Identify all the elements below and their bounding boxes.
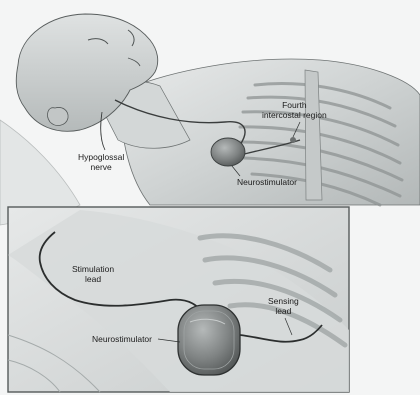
neurostimulator-device-inset xyxy=(178,305,240,375)
label-stimulation-lead: Stimulation lead xyxy=(72,264,114,284)
label-sensing-lead: Sensing lead xyxy=(268,296,299,316)
label-hypoglossal-nerve: Hypoglossal nerve xyxy=(78,152,124,172)
ear xyxy=(48,107,69,125)
fourth-intercostal-marker xyxy=(290,137,296,143)
label-fourth-intercostal-region: Fourth intercostal region xyxy=(262,100,327,120)
label-neurostimulator-top: Neurostimulator xyxy=(237,177,297,187)
label-neurostimulator-inset: Neurostimulator xyxy=(92,334,152,344)
neurostimulator-device-upper xyxy=(211,138,245,166)
